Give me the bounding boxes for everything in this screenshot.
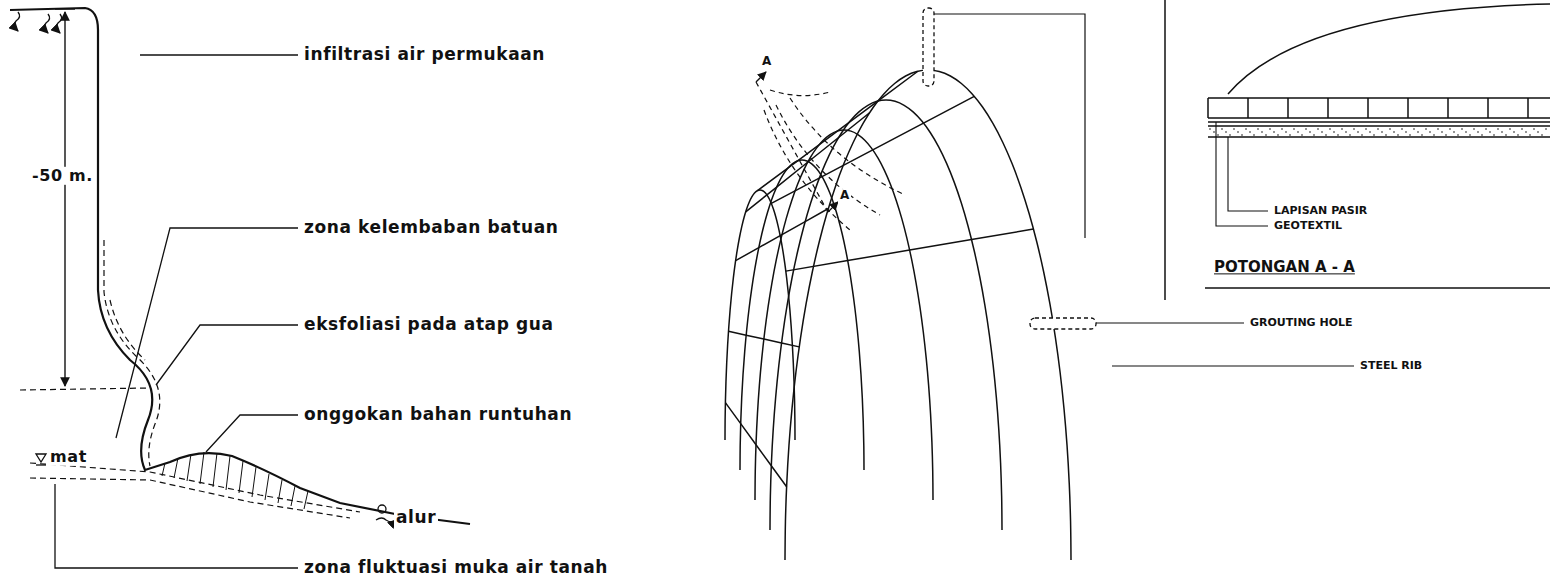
note-label: zona fluktuasi muka air tanah <box>302 558 610 578</box>
part-label: STEEL RIB <box>1358 360 1424 373</box>
note-label: infiltrasi air permukaan <box>302 45 547 65</box>
section-title: POTONGAN A - A <box>1212 259 1357 276</box>
exfoliation <box>20 240 360 518</box>
longitudinal-bar <box>786 229 1034 271</box>
water-table-symbol <box>36 454 46 465</box>
longitudinal-bar <box>746 113 870 212</box>
tunnel-ribs <box>725 70 1071 560</box>
note-label: eksfoliasi pada atap gua <box>302 315 556 335</box>
section-marker: A <box>838 189 851 203</box>
note-label: alur <box>394 508 438 528</box>
longitudinal-bar <box>758 71 918 190</box>
leader-lines <box>55 55 298 568</box>
section-marker: A <box>760 55 773 69</box>
cliff <box>10 8 470 524</box>
longitudinal-bar <box>771 96 974 203</box>
rubble-hatch <box>162 452 308 509</box>
stream-symbol <box>376 505 396 522</box>
sand-dots <box>1209 128 1547 136</box>
steel-rib <box>785 70 1071 560</box>
part-label: GROUTING HOLE <box>1248 317 1355 330</box>
note-label: zona kelembaban batuan <box>302 218 560 238</box>
grouting-holes <box>923 8 1096 329</box>
part-label: LAPISAN PASIR <box>1272 205 1369 218</box>
section-inset <box>1165 0 1550 300</box>
section-arrows <box>756 72 838 212</box>
dimension-label: -50 m. <box>30 167 95 185</box>
inset-leaders <box>1216 122 1268 226</box>
longitudinal-bar <box>736 208 829 260</box>
longitudinal-bar <box>725 403 786 487</box>
dimension <box>55 9 75 386</box>
infiltration-arrows <box>14 12 61 33</box>
steel-rib <box>740 160 864 470</box>
steel-rib <box>755 130 933 500</box>
part-label: GEOTEXTIL <box>1272 220 1344 233</box>
longitudinal-bar <box>728 331 799 347</box>
note-label: mat <box>48 448 89 466</box>
grouting-leaders <box>934 14 1354 366</box>
section-lines <box>756 82 905 230</box>
note-label: onggokan bahan runtuhan <box>302 405 574 425</box>
